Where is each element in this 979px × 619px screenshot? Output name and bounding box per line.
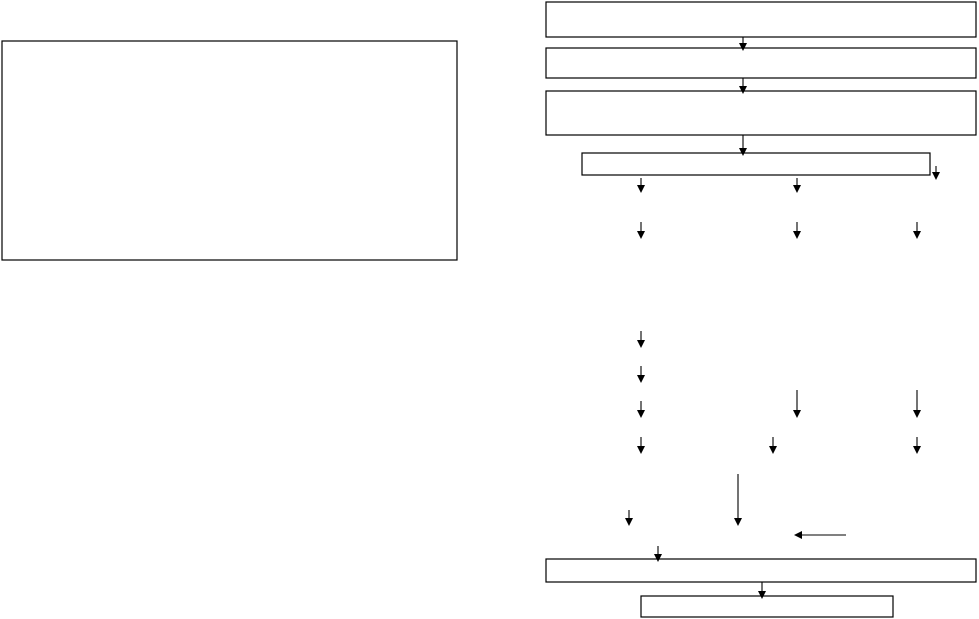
left-panel bbox=[1, 40, 458, 261]
flow-step-4 bbox=[581, 152, 931, 176]
flow-step-2 bbox=[545, 47, 977, 79]
flow-step-1 bbox=[545, 1, 977, 38]
flow-step-final bbox=[545, 558, 977, 583]
connectors bbox=[625, 37, 940, 599]
flow-step-3 bbox=[545, 90, 977, 136]
flow-step-result bbox=[640, 595, 894, 618]
